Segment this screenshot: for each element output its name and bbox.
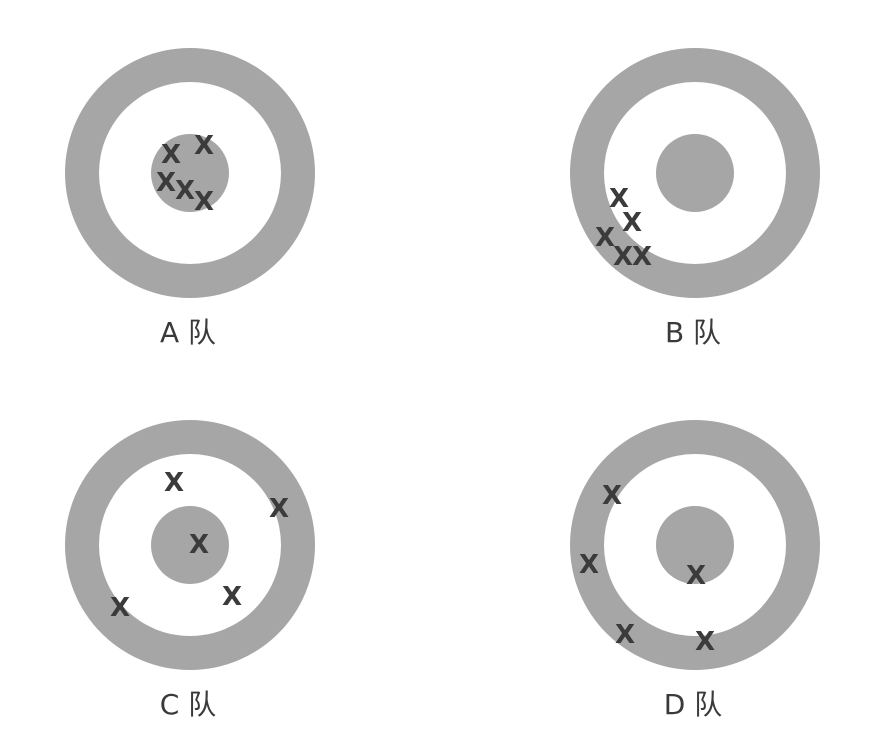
hit-mark: X [609, 184, 629, 214]
hit-mark: X [695, 627, 715, 657]
team-label: D 队 [664, 688, 722, 721]
target-c: X X X X X C 队 [65, 420, 315, 721]
hit-mark: X [156, 168, 176, 198]
hit-mark: X [222, 582, 242, 612]
team-label: A 队 [160, 316, 216, 349]
bullseye [656, 506, 734, 584]
hit-mark: X [110, 593, 130, 623]
team-label: C 队 [160, 688, 216, 721]
hit-mark: X [579, 550, 599, 580]
hit-mark: X [269, 494, 289, 524]
hit-mark: X [686, 561, 706, 591]
target-a: X X X X X A 队 [65, 48, 315, 349]
hit-mark: X [194, 131, 214, 161]
target-b: X X X X X B 队 [570, 48, 820, 349]
team-label: B 队 [665, 316, 721, 349]
target-d: X X X X X D 队 [570, 420, 820, 721]
hit-mark: X [194, 187, 214, 217]
hit-mark: X [613, 242, 633, 272]
bullseye [151, 506, 229, 584]
hit-mark: X [622, 208, 642, 238]
hit-mark: X [595, 223, 615, 253]
hit-mark: X [164, 468, 184, 498]
hit-mark: X [632, 242, 652, 272]
hit-mark: X [161, 140, 181, 170]
bullseye [151, 134, 229, 212]
hit-mark: X [189, 530, 209, 560]
bullseye [656, 134, 734, 212]
hit-mark: X [615, 620, 635, 650]
hit-mark: X [602, 481, 622, 511]
hit-mark: X [175, 176, 195, 206]
